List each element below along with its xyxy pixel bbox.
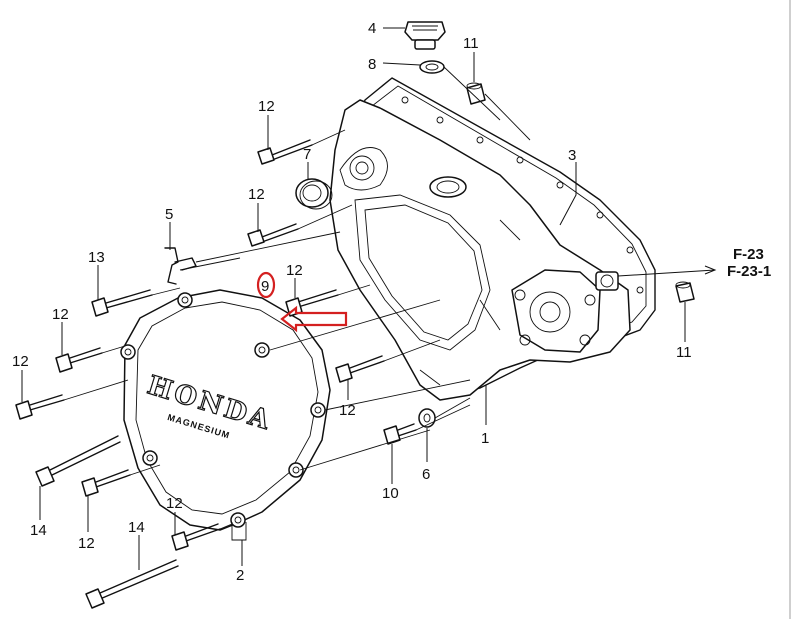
leader-lines <box>21 27 717 570</box>
bolt-12-bottom <box>171 523 221 551</box>
sealing-washer <box>418 408 436 428</box>
oil-filler-cap <box>404 21 446 50</box>
label-part-3: 3 <box>568 147 576 164</box>
bolt-12-center <box>335 355 385 383</box>
bolt-12-left-a <box>55 347 103 373</box>
bolt-14-left <box>35 435 121 487</box>
label-part-7: 7 <box>303 146 311 163</box>
label-part-12-mid-right: 12 <box>286 262 303 279</box>
bolts <box>15 139 417 609</box>
red-annotation <box>256 271 348 333</box>
bolt-12-upper <box>247 223 299 247</box>
reference-labels: F-23 F-23-1 <box>727 246 771 280</box>
bolt-13 <box>91 289 153 317</box>
label-part-12-bottom: 12 <box>166 495 183 512</box>
label-part-13: 13 <box>88 249 105 266</box>
bolt-14-bottom <box>85 559 179 609</box>
label-part-14-left: 14 <box>30 522 47 539</box>
clamp <box>164 247 241 285</box>
label-part-10: 10 <box>382 485 399 502</box>
alignment-lines <box>63 66 531 530</box>
dowel-pin-upper <box>466 82 486 105</box>
bolt-12-top <box>257 139 313 165</box>
right-crankcase-cover <box>329 99 631 401</box>
oil-seal <box>295 178 333 210</box>
label-part-5: 5 <box>165 206 173 223</box>
red-arrow-icon <box>280 305 348 333</box>
reference-f23-1: F-23-1 <box>727 263 771 280</box>
label-part-2: 2 <box>236 567 244 584</box>
label-part-1: 1 <box>481 430 489 447</box>
label-part-8: 8 <box>368 56 376 73</box>
part-labels: 4 8 11 12 7 3 12 5 13 9 12 12 12 12 1 6 … <box>12 20 692 584</box>
dowel-pin-lower <box>675 281 695 303</box>
label-part-12-center: 12 <box>339 402 356 419</box>
red-circle-highlight <box>256 271 276 299</box>
bolt-12-lower-left <box>81 469 131 497</box>
label-part-12-upper: 12 <box>248 186 265 203</box>
label-part-6: 6 <box>422 466 430 483</box>
clutch-cover: HONDA MAGNESIUM <box>120 289 331 541</box>
reference-f23: F-23 <box>733 246 764 263</box>
label-part-4: 4 <box>368 20 376 37</box>
label-part-14-bottom: 14 <box>128 519 145 536</box>
bolt-12-left-b <box>15 394 65 420</box>
label-part-12-top: 12 <box>258 98 275 115</box>
bolt-10 <box>383 423 417 445</box>
label-part-12-left-a: 12 <box>52 306 69 323</box>
label-part-11-upper: 11 <box>463 35 479 52</box>
label-part-11-lower: 11 <box>676 344 692 361</box>
label-part-9: 9 <box>261 278 269 295</box>
label-part-12-lower-left: 12 <box>78 535 95 552</box>
label-part-12-left-b: 12 <box>12 353 29 370</box>
o-ring <box>419 60 445 74</box>
